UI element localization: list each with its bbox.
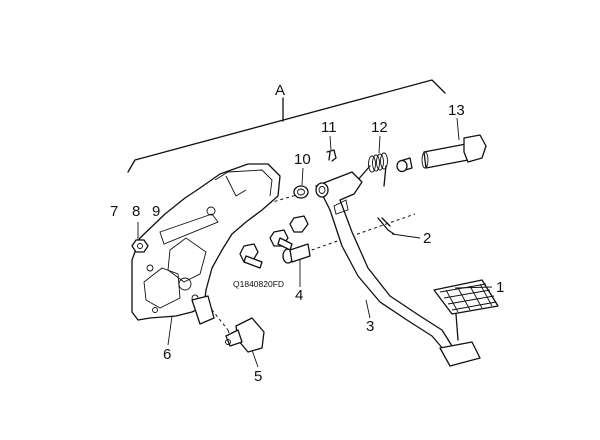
nut bbox=[131, 239, 149, 253]
cotter-pin bbox=[377, 217, 395, 235]
clip bbox=[326, 149, 337, 162]
callout-5: 5 bbox=[254, 368, 262, 385]
pedal-bracket bbox=[131, 163, 281, 325]
label-group-a: A bbox=[275, 82, 285, 99]
pivot-bolt bbox=[421, 134, 487, 169]
drawing-code: Q1840820FD bbox=[233, 279, 284, 289]
callout-9: 9 bbox=[152, 203, 160, 220]
callout-12: 12 bbox=[371, 119, 388, 136]
callout-6: 6 bbox=[163, 346, 171, 363]
callout-3: 3 bbox=[366, 318, 374, 335]
callout-1: 1 bbox=[496, 279, 504, 296]
bolts bbox=[239, 215, 309, 269]
lower-pad bbox=[439, 341, 481, 367]
bushing-right bbox=[396, 157, 413, 173]
bushing bbox=[293, 185, 309, 199]
callout-10: 10 bbox=[294, 151, 311, 168]
callout-4: 4 bbox=[295, 287, 303, 304]
callout-13: 13 bbox=[448, 102, 465, 119]
pedal-arm bbox=[315, 171, 453, 351]
leader-lines bbox=[137, 117, 493, 368]
callout-8: 8 bbox=[132, 203, 140, 220]
callout-2: 2 bbox=[423, 230, 431, 247]
pedal-pad bbox=[433, 279, 499, 341]
brake-light-switch bbox=[225, 317, 265, 353]
callout-11: 11 bbox=[321, 119, 337, 136]
callout-7: 7 bbox=[110, 203, 118, 220]
clevis-pin bbox=[282, 243, 311, 264]
group-bracket-a bbox=[127, 79, 446, 173]
callout-labels: A 1 2 3 4 5 6 7 8 9 10 11 12 13 Q1840820… bbox=[110, 82, 504, 385]
